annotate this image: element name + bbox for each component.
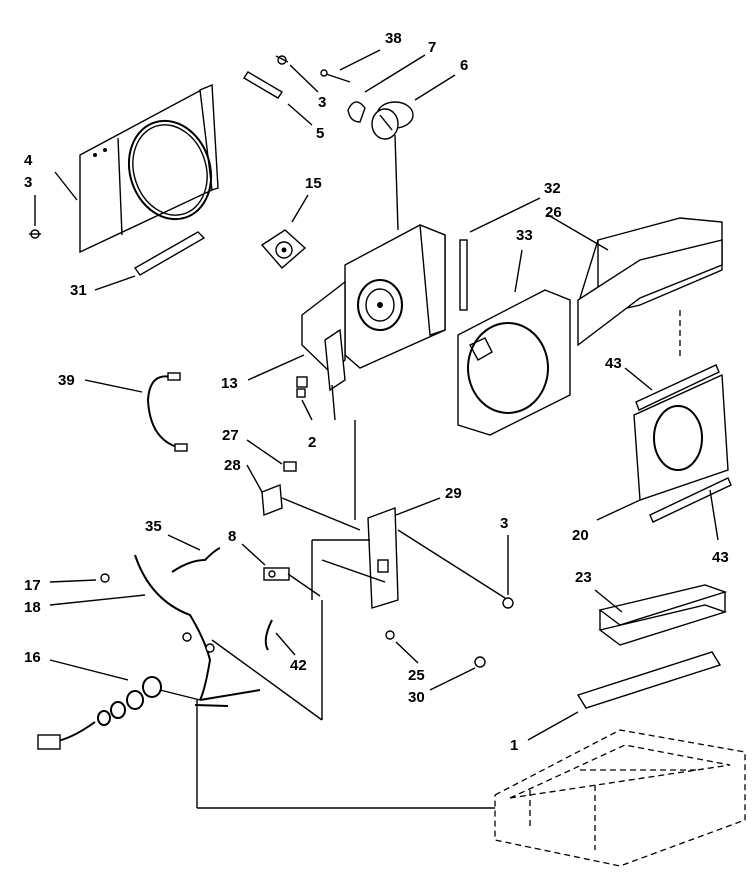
control-bracket-part (311, 420, 506, 609)
fan-blade-part (260, 229, 307, 269)
callout-3: 3 (500, 515, 508, 532)
callout-26: 26 (545, 204, 562, 221)
capacitor-part (320, 69, 414, 231)
callout-42: 42 (290, 657, 307, 674)
callout-33: 33 (516, 227, 533, 244)
screw-part (29, 229, 41, 239)
scroll-part (457, 289, 571, 436)
strip-bottom-part (649, 477, 732, 523)
callout-labels: 38 7 6 3 5 4 3 15 32 26 33 31 39 13 43 2… (24, 30, 729, 754)
foam-strip-part (133, 231, 206, 276)
callout-32: 32 (544, 180, 561, 197)
strip-top-part (635, 364, 720, 411)
callout-15: 15 (305, 175, 322, 192)
callout-38: 38 (385, 30, 402, 47)
callout-27: 27 (222, 427, 239, 444)
callout-31: 31 (70, 282, 87, 299)
switch-part (261, 484, 361, 531)
callout-1: 1 (510, 737, 518, 754)
power-cord-part (37, 676, 261, 750)
callout-6: 6 (460, 57, 468, 74)
bracket-part (243, 55, 289, 99)
callout-30: 30 (408, 689, 425, 706)
jumper-wire-part (171, 547, 221, 573)
callout-29: 29 (445, 485, 462, 502)
support-part (598, 584, 728, 646)
leader-lines (34, 49, 719, 741)
callout-4: 4 (24, 152, 33, 169)
callout-7: 7 (428, 39, 436, 56)
small-block-part (283, 461, 297, 472)
callout-3: 3 (24, 174, 32, 191)
terminal-part (211, 567, 323, 721)
gasket-part (459, 239, 468, 311)
screw-25-part (385, 630, 395, 640)
blower-housing-part (301, 223, 446, 421)
duct-part (577, 217, 723, 360)
wire-harness-part (146, 372, 188, 452)
callout-13: 13 (221, 375, 238, 392)
foam-bar-part (576, 651, 722, 709)
cable-part (100, 554, 215, 701)
callout-18: 18 (24, 599, 41, 616)
clip-part (296, 376, 308, 398)
rear-panel-part (633, 373, 729, 501)
callout-5: 5 (316, 125, 324, 142)
callout-2: 2 (308, 434, 316, 451)
callout-3: 3 (318, 94, 326, 111)
callout-23: 23 (575, 569, 592, 586)
callout-43: 43 (712, 549, 729, 566)
callout-25: 25 (408, 667, 425, 684)
base-pan-part (494, 729, 746, 867)
screw-30-part (474, 656, 486, 668)
callout-20: 20 (572, 527, 589, 544)
callout-39: 39 (58, 372, 75, 389)
callout-43: 43 (605, 355, 622, 372)
callout-8: 8 (228, 528, 236, 545)
screw-right-part (502, 597, 514, 609)
callout-17: 17 (24, 577, 41, 594)
callout-35: 35 (145, 518, 162, 535)
callout-28: 28 (224, 457, 241, 474)
callout-16: 16 (24, 649, 41, 666)
front-panel-part (79, 83, 219, 254)
